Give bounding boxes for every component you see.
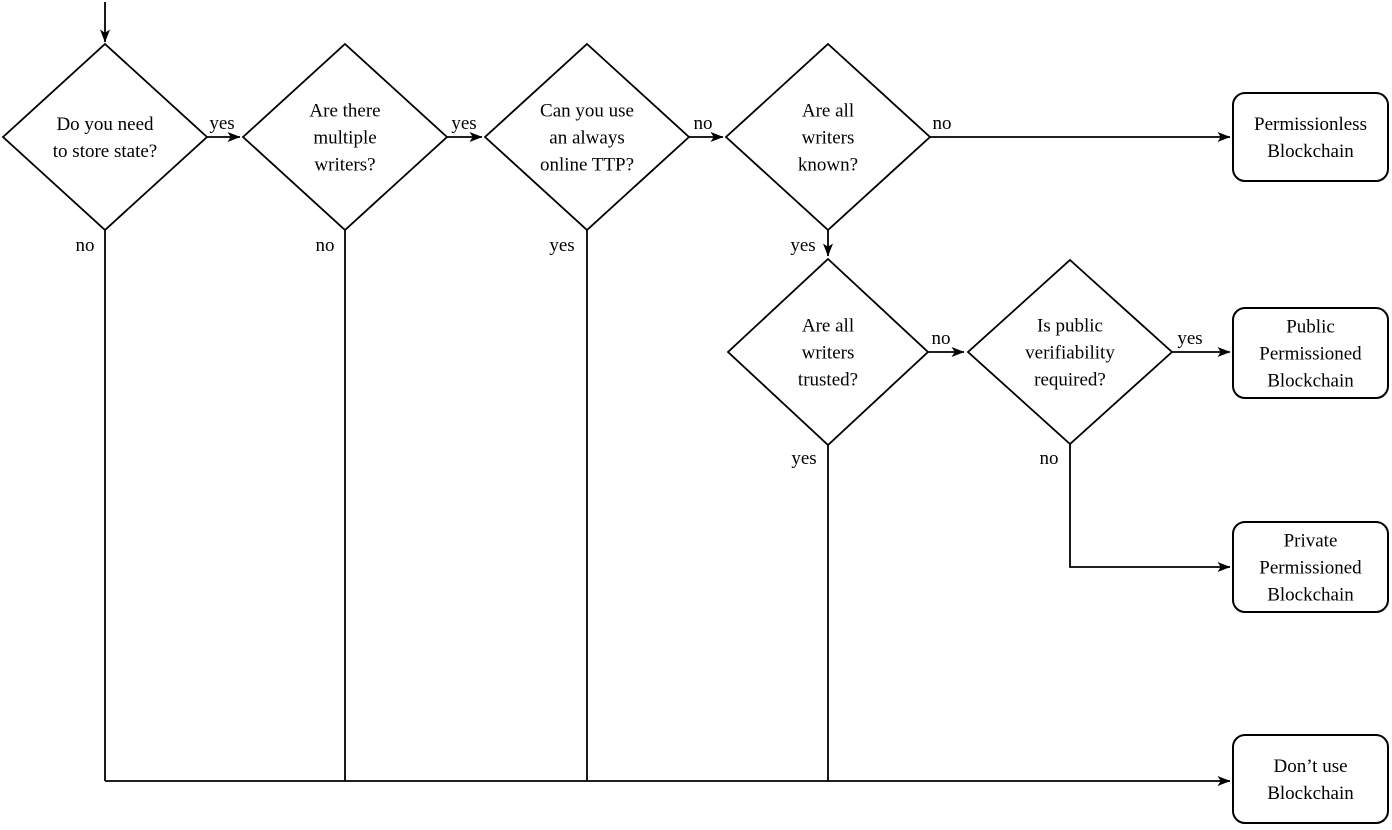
edge-label-writers-known-no: no — [933, 113, 952, 134]
decision-writers-trusted-label: Are all writers trusted? — [798, 316, 858, 391]
decision-multiple-writers-label-line: writers? — [314, 155, 375, 176]
decision-multiple-writers: Are there multiple writers? — [241, 42, 449, 232]
edge-label-public-verifiability-yes: yes — [1177, 328, 1202, 349]
edge-label-online-ttp-no: no — [694, 113, 713, 134]
edge-label-multiple-writers-yes: yes — [451, 113, 476, 134]
terminal-private-permissioned-blockchain-label-line: Permissioned — [1259, 558, 1362, 579]
decision-online-ttp-shape — [483, 42, 691, 232]
decision-writers-trusted: Are all writers trusted? — [726, 257, 930, 447]
decision-writers-known-label-line: Are all — [802, 101, 854, 122]
terminal-public-permissioned-blockchain-label-line: Blockchain — [1267, 371, 1354, 392]
edge-layer: yes yes no no yes no yes no no no yes yes — [76, 2, 1231, 786]
edge-label-online-ttp-yes: yes — [549, 235, 574, 256]
decision-writers-trusted-label-line: writers — [802, 343, 855, 364]
terminal-private-permissioned-blockchain-shape — [1232, 521, 1389, 613]
terminal-dont-use-blockchain-shape — [1232, 734, 1389, 824]
decision-multiple-writers-label-line: multiple — [313, 128, 376, 149]
decision-public-verifiability-label-line: required? — [1034, 370, 1106, 391]
decision-online-ttp-label-line: online TTP? — [540, 155, 634, 176]
terminal-dont-use-blockchain-label-line: Don’t use — [1273, 756, 1347, 777]
terminal-private-permissioned-blockchain-label-line: Private — [1284, 531, 1338, 552]
decision-multiple-writers-shape — [241, 42, 449, 232]
decision-online-ttp-label-line: an always — [549, 128, 624, 149]
decision-writers-known: Are all writers known? — [724, 42, 932, 232]
decision-online-ttp-label-line: Can you use — [540, 101, 634, 122]
decision-public-verifiability-shape — [966, 258, 1174, 446]
decision-online-ttp: Can you use an always online TTP? — [483, 42, 691, 232]
edge-label-store-state-yes: yes — [209, 113, 234, 134]
decision-multiple-writers-label: Are there multiple writers? — [309, 101, 380, 176]
terminal-public-permissioned-blockchain-label-line: Permissioned — [1259, 344, 1362, 365]
terminal-permissionless-blockchain-label-line: Blockchain — [1267, 141, 1354, 162]
decision-store-state: Do you need to store state? — [1, 42, 209, 232]
edge-label-writers-trusted-no: no — [932, 328, 951, 349]
terminal-permissionless-blockchain-shape — [1232, 92, 1389, 182]
decision-public-verifiability-label-line: Is public — [1037, 316, 1103, 337]
decision-store-state-label-line: to store state? — [53, 141, 157, 162]
decision-writers-trusted-label-line: Are all — [802, 316, 854, 337]
decision-multiple-writers-label-line: Are there — [309, 101, 380, 122]
decision-writers-known-shape — [724, 42, 932, 232]
edge-label-multiple-writers-no: no — [316, 235, 335, 256]
decision-store-state-label-line: Do you need — [56, 114, 154, 135]
decision-writers-known-label-line: writers — [802, 128, 855, 149]
edge-label-writers-known-yes: yes — [790, 235, 815, 256]
decision-writers-trusted-label-line: trusted? — [798, 370, 858, 391]
edge-label-public-verifiability-no: no — [1040, 448, 1059, 469]
terminal-public-permissioned-blockchain-shape — [1232, 307, 1389, 399]
decision-layer: Do you need to store state? Are there multi… — [1, 42, 1174, 447]
decision-public-verifiability: Is public verifiability required? — [966, 258, 1174, 446]
edge-public-verifiability-no — [1069, 444, 1231, 572]
terminal-permissionless-blockchain-label-line: Permissionless — [1254, 114, 1367, 135]
decision-writers-trusted-shape — [726, 257, 930, 447]
edge-label-writers-trusted-yes: yes — [791, 448, 816, 469]
decision-writers-known-label: Are all writers known? — [798, 101, 858, 176]
edge-label-store-state-no: no — [76, 235, 95, 256]
terminal-public-permissioned-blockchain-label-line: Public — [1286, 317, 1335, 338]
decision-writers-known-label-line: known? — [798, 155, 858, 176]
decision-store-state-shape — [1, 42, 209, 232]
terminal-private-permissioned-blockchain-label-line: Blockchain — [1267, 585, 1354, 606]
decision-online-ttp-label: Can you use an always online TTP? — [540, 101, 634, 176]
decision-public-verifiability-label: Is public verifiability required? — [1025, 316, 1115, 391]
decision-store-state-label: Do you need to store state? — [53, 114, 157, 162]
terminal-dont-use-blockchain-label-line: Blockchain — [1267, 783, 1354, 804]
decision-public-verifiability-label-line: verifiability — [1025, 343, 1115, 364]
